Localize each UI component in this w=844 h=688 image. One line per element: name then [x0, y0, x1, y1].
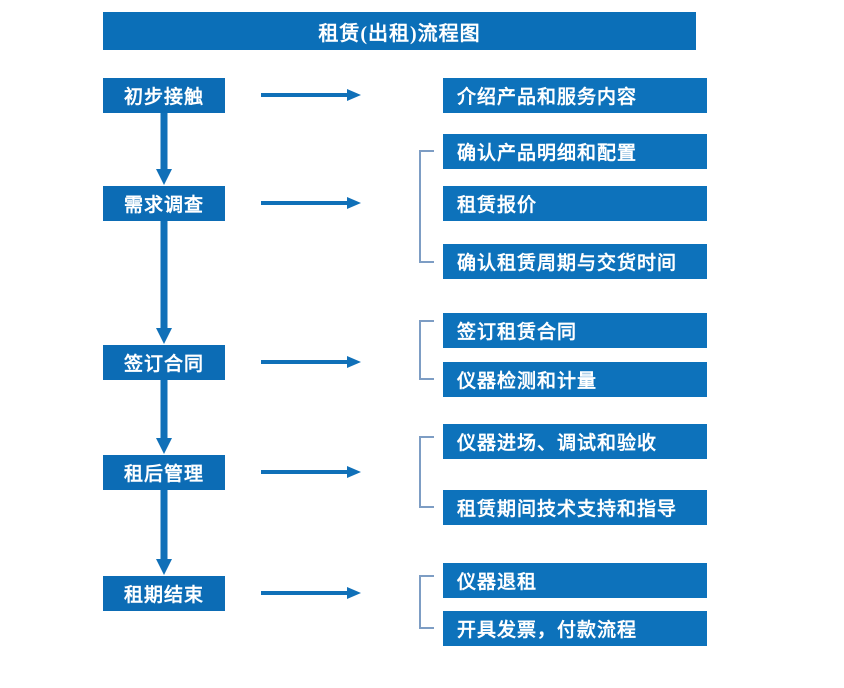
down-arrow-icon [155, 490, 173, 576]
down-arrow-icon [155, 113, 173, 186]
group-bracket-icon [419, 436, 434, 508]
stage-box-demand-survey[interactable]: 需求调查 [103, 186, 225, 221]
stage-box-post-rental-management[interactable]: 租后管理 [103, 455, 225, 490]
right-arrow-icon [261, 355, 362, 369]
right-arrow-icon [261, 88, 362, 102]
task-box-instrument-installation[interactable]: 仪器进场、调试和验收 [443, 424, 707, 459]
task-box-introduce-products[interactable]: 介绍产品和服务内容 [443, 78, 707, 113]
page-title: 租赁(出租)流程图 [103, 12, 696, 50]
group-bracket-icon [419, 150, 434, 263]
group-bracket-icon [419, 575, 434, 629]
right-arrow-icon [261, 465, 362, 479]
right-arrow-icon [261, 586, 362, 600]
task-box-rental-quotation[interactable]: 租赁报价 [443, 186, 707, 221]
group-bracket-icon [419, 320, 434, 380]
right-arrow-icon [261, 196, 362, 210]
task-box-technical-support[interactable]: 租赁期间技术支持和指导 [443, 490, 707, 525]
down-arrow-icon [155, 221, 173, 345]
task-box-instrument-inspection[interactable]: 仪器检测和计量 [443, 362, 707, 397]
stage-box-rental-end[interactable]: 租期结束 [103, 576, 225, 611]
task-box-invoice-payment[interactable]: 开具发票，付款流程 [443, 611, 707, 646]
task-box-sign-rental-contract[interactable]: 签订租赁合同 [443, 313, 707, 348]
task-box-confirm-rental-period[interactable]: 确认租赁周期与交货时间 [443, 244, 707, 279]
task-box-instrument-return[interactable]: 仪器退租 [443, 563, 707, 598]
stage-box-sign-contract[interactable]: 签订合同 [103, 345, 225, 380]
stage-box-initial-contact[interactable]: 初步接触 [103, 78, 225, 113]
task-box-confirm-product-details[interactable]: 确认产品明细和配置 [443, 134, 707, 169]
down-arrow-icon [155, 380, 173, 455]
